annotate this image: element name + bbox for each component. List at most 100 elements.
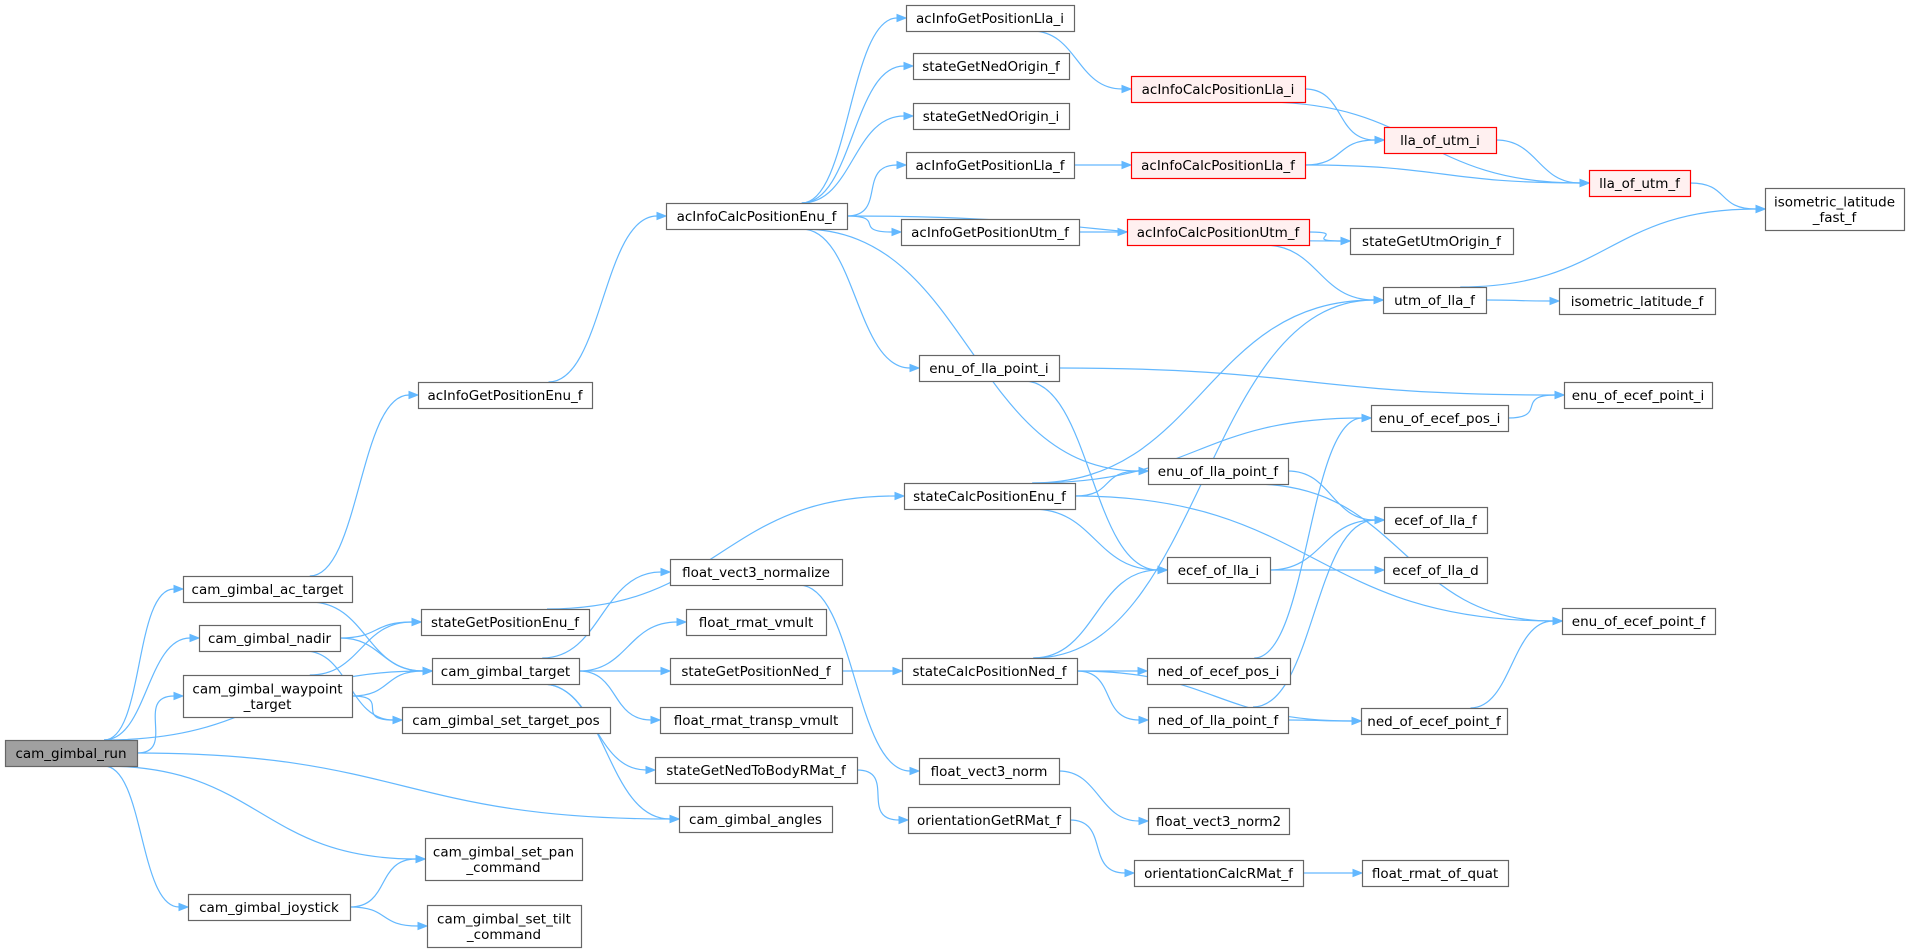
node-box [1764,187,1906,232]
node-label: stateGetUtmOrigin_f [1362,234,1502,250]
edges-layer [103,13,1767,931]
node-label: isometric_latitude_f [1571,294,1705,310]
node-ned-of-ecef-point-f[interactable]: ned_of_ecef_point_f [1360,707,1509,736]
edge-cam-gimbal-joystick-to-cam-gimbal-set-tilt-command [349,906,419,927]
edge-enu-of-lla-point-f-to-ecef-of-lla-f [1287,470,1376,521]
arrowhead [1121,84,1133,94]
edge-state-get-position-enu-f-to-state-calc-position-enu-f [546,495,896,610]
node-ac-info-get-position-lla-i[interactable]: acInfoGetPositionLla_i [905,4,1076,33]
node-state-get-ned-origin-i[interactable]: stateGetNedOrigin_i [912,102,1071,131]
node-cam-gimbal-joystick[interactable]: cam_gimbal_joystick [187,893,352,922]
node-cam-gimbal-run[interactable]: cam_gimbal_run [4,739,139,768]
node-label: _command [466,927,541,943]
node-lla-of-utm-i[interactable]: lla_of_utm_i [1383,126,1498,155]
node-lla-of-utm-f[interactable]: lla_of_utm_f [1588,169,1692,198]
node-state-get-position-enu-f[interactable]: stateGetPositionEnu_f [420,608,591,637]
node-float-rmat-vmult[interactable]: float_rmat_vmult [685,608,828,637]
node-cam-gimbal-ac-target[interactable]: cam_gimbal_ac_target [182,575,354,604]
node-cam-gimbal-waypoint-target[interactable]: cam_gimbal_waypoint_target [182,674,354,719]
node-label: float_rmat_transp_vmult [674,713,839,729]
node-ac-info-get-position-enu-f[interactable]: acInfoGetPositionEnu_f [417,381,594,410]
node-box [905,151,1076,180]
node-box [1147,706,1290,735]
node-enu-of-ecef-point-i[interactable]: enu_of_ecef_point_i [1563,381,1714,410]
node-box [918,757,1061,786]
edge-cam-gimbal-waypoint-target-to-cam-gimbal-set-target-pos [351,695,394,721]
node-cam-gimbal-set-pan-command[interactable]: cam_gimbal_set_pan_command [424,837,584,882]
node-state-calc-position-enu-f[interactable]: stateCalcPositionEnu_f [903,482,1077,511]
edge-cam-gimbal-target-to-float-rmat-transp-vmult [578,670,652,721]
node-isometric-latitude-fast-f[interactable]: isometric_latitude_fast_f [1764,187,1906,232]
edge-ac-info-calc-position-enu-f-to-enu-of-lla-point-f [801,228,1140,472]
node-enu-of-lla-point-f[interactable]: enu_of_lla_point_f [1147,457,1290,486]
node-ecef-of-lla-f[interactable]: ecef_of_lla_f [1383,506,1489,535]
node-ac-info-calc-position-enu-f[interactable]: acInfoCalcPositionEnu_f [665,202,849,231]
arrowhead [1138,715,1150,725]
node-state-calc-position-ned-f[interactable]: stateCalcPositionNed_f [901,657,1079,686]
edge-state-calc-position-enu-f-to-enu-of-ecef-point-f [1074,495,1554,622]
arrowhead [894,491,906,501]
edge-state-calc-position-ned-f-to-ned-of-lla-point-f [1076,670,1140,721]
node-ac-info-get-position-lla-f[interactable]: acInfoGetPositionLla_f [905,151,1076,180]
node-ac-info-calc-position-utm-f[interactable]: acInfoCalcPositionUtm_f [1126,218,1311,247]
node-label: acInfoCalcPositionEnu_f [677,209,838,225]
edge-ned-of-ecef-point-f-to-enu-of-ecef-point-f [1470,620,1554,709]
node-utm-of-lla-f[interactable]: utm_of_lla_f [1382,286,1488,315]
edge-ac-info-calc-position-lla-f-to-lla-of-utm-f [1304,164,1581,184]
node-ac-info-calc-position-lla-f[interactable]: acInfoCalcPositionLla_f [1130,151,1307,180]
node-state-get-ned-origin-f[interactable]: stateGetNedOrigin_f [912,52,1071,81]
node-float-rmat-transp-vmult[interactable]: float_rmat_transp_vmult [659,706,854,735]
node-box [187,893,352,922]
node-label: float_vect3_norm [931,764,1048,780]
node-label: cam_gimbal_waypoint [192,681,342,697]
node-ned-of-lla-point-f[interactable]: ned_of_lla_point_f [1147,706,1290,735]
node-cam-gimbal-set-tilt-command[interactable]: cam_gimbal_set_tilt_command [426,904,583,949]
node-label: acInfoGetPositionEnu_f [427,388,583,404]
node-box [1147,807,1291,836]
node-orientation-calc-rmat-f[interactable]: orientationCalcRMat_f [1133,859,1305,888]
node-cam-gimbal-angles[interactable]: cam_gimbal_angles [678,805,834,834]
arrowhead [1755,204,1767,214]
node-label: cam_gimbal_ac_target [192,582,344,598]
node-ecef-of-lla-d[interactable]: ecef_of_lla_d [1383,556,1489,585]
node-label: cam_gimbal_nadir [208,631,332,647]
node-state-get-position-ned-f[interactable]: stateGetPositionNed_f [669,657,844,686]
edge-cam-gimbal-waypoint-target-to-cam-gimbal-target [351,670,424,697]
node-box [678,805,834,834]
edge-ned-of-ecef-pos-i-to-enu-of-ecef-pos-i [1254,417,1363,659]
node-ecef-of-lla-i[interactable]: ecef_of_lla_i [1166,556,1272,585]
node-label: enu_of_lla_point_f [1158,464,1280,480]
node-state-get-utm-origin-f[interactable]: stateGetUtmOrigin_f [1349,227,1515,256]
arrowhead [415,854,427,864]
node-ac-info-get-position-utm-f[interactable]: acInfoGetPositionUtm_f [900,218,1081,247]
node-box [903,482,1077,511]
node-box [669,657,844,686]
edge-cam-gimbal-run-to-cam-gimbal-waypoint-target [136,695,175,754]
node-label: _fast_f [1812,210,1858,226]
node-enu-of-lla-point-i[interactable]: enu_of_lla_point_i [918,354,1061,383]
node-cam-gimbal-nadir[interactable]: cam_gimbal_nadir [198,624,342,653]
node-enu-of-ecef-pos-i[interactable]: enu_of_ecef_pos_i [1370,404,1510,433]
node-ned-of-ecef-pos-i[interactable]: ned_of_ecef_pos_i [1146,657,1292,686]
arrowhead [896,13,908,23]
node-float-vect3-norm2[interactable]: float_vect3_norm2 [1147,807,1291,836]
edge-float-vect3-normalize-to-float-vect3-norm [798,584,911,772]
node-float-rmat-of-quat[interactable]: float_rmat_of_quat [1361,859,1510,888]
node-orientation-get-rmat-f[interactable]: orientationGetRMat_f [907,806,1072,835]
node-isometric-latitude-f[interactable]: isometric_latitude_f [1558,287,1717,316]
node-cam-gimbal-set-target-pos[interactable]: cam_gimbal_set_target_pos [401,706,612,735]
edge-ac-info-calc-position-lla-i-to-lla-of-utm-i [1304,88,1376,141]
node-label: ned_of_lla_point_f [1158,713,1280,729]
edge-cam-gimbal-waypoint-target-to-state-get-position-enu-f [309,621,413,676]
node-ac-info-calc-position-lla-i[interactable]: acInfoCalcPositionLla_i [1130,75,1307,104]
edge-state-calc-position-ned-f-to-ecef-of-lla-i [1033,569,1159,659]
node-state-get-ned-to-body-rmat-f[interactable]: stateGetNedToBodyRMat_f [654,756,859,785]
arrowhead [1124,868,1136,878]
arrowhead [392,715,404,725]
node-float-vect3-normalize[interactable]: float_vect3_normalize [669,558,844,587]
node-enu-of-ecef-point-f[interactable]: enu_of_ecef_point_f [1561,607,1717,636]
edge-cam-gimbal-nadir-to-cam-gimbal-target [339,637,424,672]
node-float-vect3-norm[interactable]: float_vect3_norm [918,757,1061,786]
arrowhead [1361,413,1373,423]
node-cam-gimbal-target[interactable]: cam_gimbal_target [431,657,581,686]
